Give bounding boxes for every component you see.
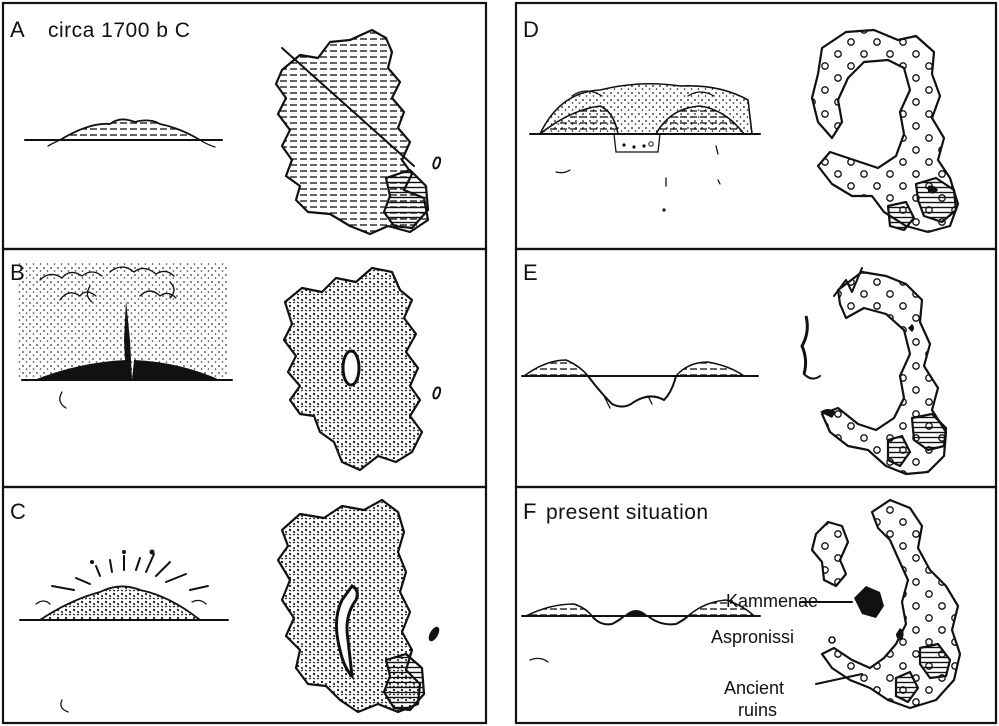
label-kammenae: Kammenae — [726, 591, 818, 611]
label-ancient-ruins-line1: Ancient — [724, 678, 784, 698]
panel-a: A circa 1700 b C — [3, 3, 486, 249]
panel-b: B — [3, 249, 486, 487]
panel-b-cross-section — [18, 262, 232, 408]
panel-a-caption: circa 1700 b C — [48, 19, 190, 42]
panel-c-island-map — [278, 500, 441, 712]
panel-c: C — [3, 487, 486, 723]
panel-d: D — [516, 3, 996, 249]
panel-e-letter: E — [523, 260, 538, 285]
panel-e-cross-section — [522, 360, 758, 408]
panel-d-cross-section — [530, 84, 760, 212]
panel-b-island-map — [284, 268, 440, 470]
panel-e-island-map — [802, 268, 946, 474]
panel-a-cross-section — [25, 119, 222, 147]
label-aspronissi: Aspronissi — [711, 627, 794, 647]
panel-f: F present situation Kammenae Aspronissi … — [516, 487, 996, 723]
panel-f-island-map — [800, 500, 960, 708]
panel-a-island-map — [276, 30, 440, 234]
panel-f-caption: present situation — [546, 501, 709, 524]
panel-e: E — [516, 249, 996, 487]
panel-a-letter: A — [10, 17, 25, 42]
panel-c-letter: C — [10, 499, 26, 524]
label-ancient-ruins-line2: ruins — [738, 700, 777, 720]
panel-f-letter: F — [523, 499, 536, 524]
panel-c-cross-section — [20, 550, 228, 713]
panel-d-island-map — [812, 30, 958, 232]
panel-d-letter: D — [523, 17, 539, 42]
